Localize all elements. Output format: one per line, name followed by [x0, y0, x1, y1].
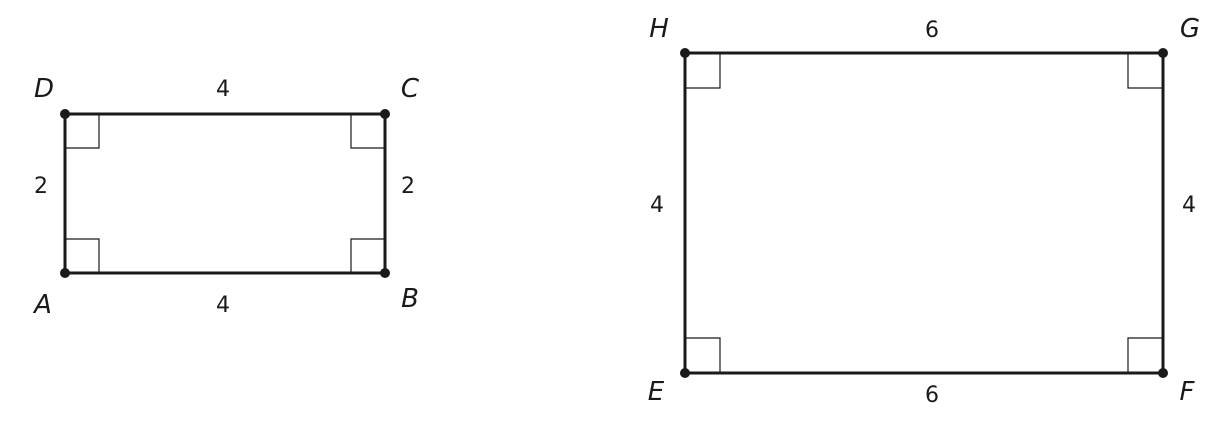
vertex-dot-h — [680, 48, 690, 58]
rectangle-efgh: H G E F 6 6 4 4 — [648, 14, 1200, 408]
right-angle-mark-b — [350, 238, 385, 273]
vertex-dot-a — [60, 268, 70, 278]
vertex-label-a: A — [32, 290, 52, 320]
right-angle-mark-c — [350, 114, 385, 149]
right-angle-mark-d — [65, 114, 100, 149]
vertex-dot-f — [1158, 368, 1168, 378]
side-label-ad: 2 — [34, 174, 48, 199]
vertex-label-e: E — [648, 377, 665, 407]
side-label-dc: 4 — [216, 77, 230, 102]
vertex-dot-g — [1158, 48, 1168, 58]
vertex-label-g: G — [1180, 14, 1200, 44]
side-label-bc: 2 — [401, 174, 415, 199]
right-angle-mark-a — [65, 238, 100, 273]
rectangle-efgh-outline — [683, 51, 1165, 375]
side-label-fg: 4 — [1182, 193, 1196, 218]
right-angle-mark-e — [685, 337, 721, 373]
side-label-ab: 4 — [216, 293, 230, 318]
vertex-dot-c — [380, 109, 390, 119]
right-angle-mark-f — [1127, 337, 1163, 373]
rectangle-abcd-outline — [63, 112, 387, 275]
right-angle-mark-h — [685, 53, 721, 89]
vertex-dot-e — [680, 368, 690, 378]
right-angle-mark-g — [1127, 53, 1163, 89]
vertex-label-d: D — [34, 74, 54, 104]
vertex-label-f: F — [1180, 377, 1196, 407]
side-label-eh: 4 — [650, 193, 664, 218]
vertex-dot-d — [60, 109, 70, 119]
side-label-ef: 6 — [925, 383, 939, 408]
rectangle-abcd: D C A B 4 4 2 2 — [32, 74, 420, 320]
vertex-label-h: H — [649, 14, 669, 44]
side-label-hg: 6 — [925, 18, 939, 43]
vertex-label-b: B — [401, 284, 419, 314]
vertex-dot-b — [380, 268, 390, 278]
vertex-label-c: C — [401, 74, 420, 104]
